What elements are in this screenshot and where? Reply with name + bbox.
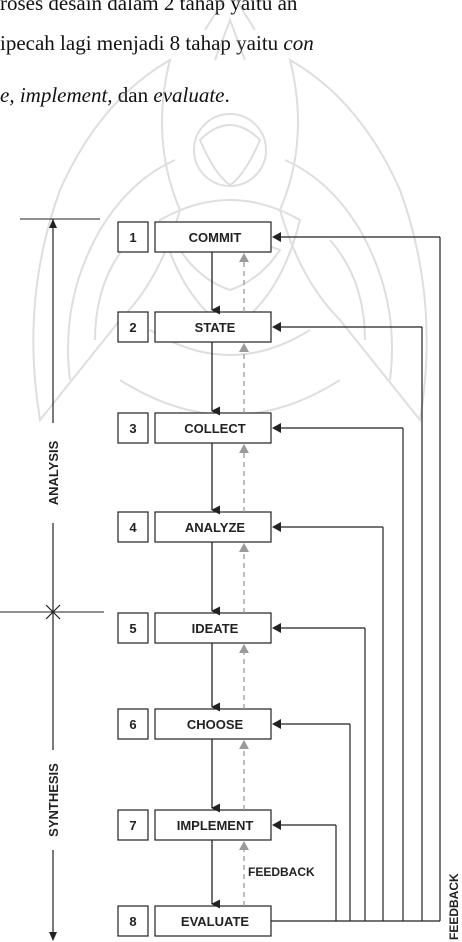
- step-label: COMMIT: [189, 230, 242, 245]
- step-number: 1: [129, 230, 136, 245]
- step-label: CHOOSE: [187, 717, 244, 732]
- dashed-arrowhead: [239, 740, 249, 749]
- feedback-arrowhead: [272, 719, 281, 729]
- step-label: IDEATE: [192, 621, 239, 636]
- step-number: 3: [129, 421, 136, 436]
- dashed-arrowhead: [239, 343, 249, 352]
- step-number: 8: [129, 914, 136, 929]
- step-label: STATE: [195, 320, 236, 335]
- step-label: ANALYZE: [185, 520, 246, 535]
- dashed-arrowhead: [239, 841, 249, 850]
- dashed-arrowhead: [239, 253, 249, 262]
- feedback-arrowhead: [272, 423, 281, 433]
- feedback-arrowhead: [272, 820, 281, 830]
- step-number: 7: [129, 818, 136, 833]
- dashed-arrowhead: [239, 644, 249, 653]
- step-number: 4: [129, 520, 137, 535]
- feedback-arrowhead: [272, 232, 281, 242]
- step-label: COLLECT: [184, 421, 245, 436]
- analysis-label: ANALYSIS: [46, 440, 61, 505]
- axis-arrow-down: [49, 932, 57, 941]
- synthesis-label: SYNTHESIS: [46, 763, 61, 837]
- step-number: 5: [129, 621, 136, 636]
- feedback-arrowhead: [272, 623, 281, 633]
- feedback-arrowhead: [272, 522, 281, 532]
- feedback-inner-label: FEEDBACK: [248, 865, 315, 879]
- feedback-outer-label: FEEDBACK: [447, 873, 461, 940]
- step-number: 2: [129, 320, 136, 335]
- axis-arrow-up: [49, 219, 57, 228]
- feedback-arrowhead: [272, 322, 281, 332]
- step-number: 6: [129, 717, 136, 732]
- step-label: EVALUATE: [181, 914, 249, 929]
- dashed-arrowhead: [239, 543, 249, 552]
- step-label: IMPLEMENT: [177, 818, 254, 833]
- dashed-arrowhead: [239, 444, 249, 453]
